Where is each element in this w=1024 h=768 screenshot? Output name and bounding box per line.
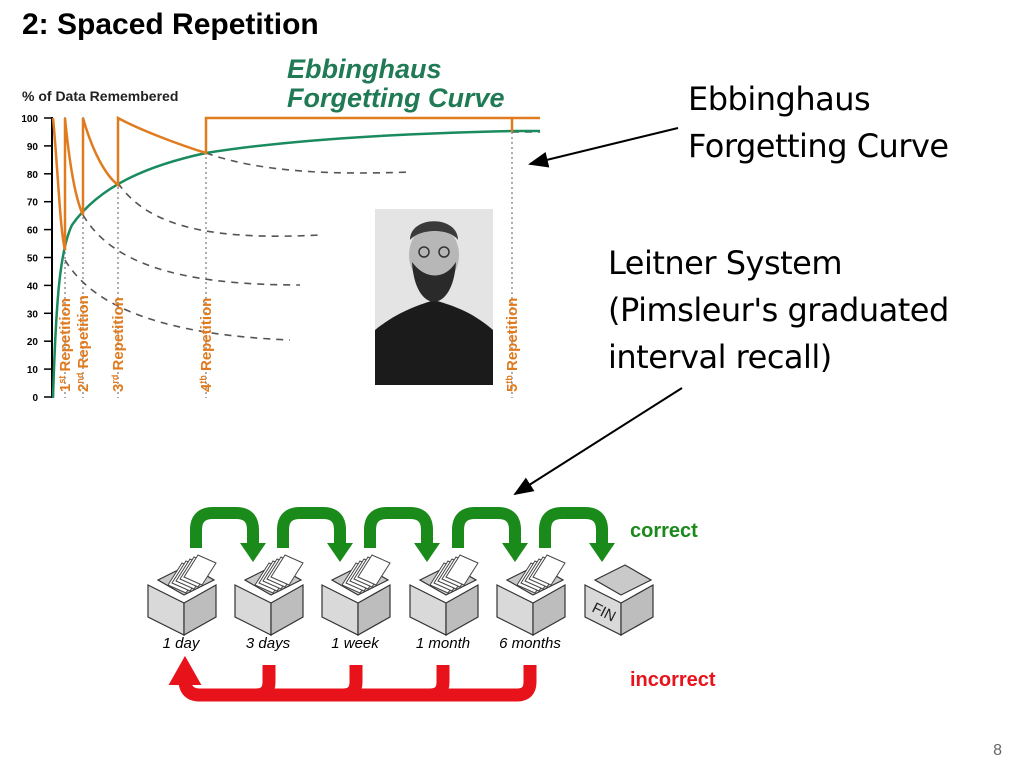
- figure-heading-line1: Ebbinghaus: [287, 54, 442, 84]
- correct-arrow: [364, 507, 440, 562]
- leitner-callout: Leitner System (Pimsleur's graduated int…: [608, 240, 949, 381]
- ebbinghaus-callout-arrow: [528, 127, 679, 168]
- leitner-box-label: 3 days: [246, 635, 291, 652]
- y-tick-label: 20: [27, 337, 39, 348]
- incorrect-arrows: [168, 655, 537, 702]
- ebbinghaus-callout: Ebbinghaus Forgetting Curve: [688, 76, 949, 170]
- leitner-box-label: 1 month: [416, 635, 470, 652]
- y-tick-label: 60: [27, 226, 39, 237]
- leitner-box-label: 6 months: [499, 635, 561, 652]
- callout-line: Forgetting Curve: [688, 127, 949, 165]
- y-tick-label: 50: [27, 254, 39, 265]
- correct-arrow: [277, 507, 353, 562]
- ebbinghaus-portrait: [375, 209, 493, 385]
- repetition-label: 2nd Repetition: [75, 295, 92, 392]
- retention-curve-green: [51, 129, 540, 399]
- leitner-box: [321, 554, 391, 637]
- y-tick-label: 30: [27, 309, 39, 320]
- callout-line: (Pimsleur's graduated: [608, 291, 949, 329]
- repetition-label: 3rd Repetition: [110, 297, 127, 392]
- callout-line: interval recall): [608, 338, 832, 376]
- repetition-label: 5th Repetition: [504, 298, 521, 392]
- y-axis-label: % of Data Remembered: [22, 88, 178, 104]
- correct-arrow: [539, 507, 615, 562]
- repetition-curve-orange: [51, 115, 540, 251]
- leitner-box: [234, 554, 304, 637]
- correct-arrow: [190, 507, 266, 562]
- leitner-box: [409, 554, 479, 637]
- leitner-box-final: FIN: [584, 564, 654, 637]
- y-tick-label: 90: [27, 142, 39, 153]
- correct-arrows: [190, 507, 615, 562]
- leitner-box: [147, 554, 217, 637]
- figure-heading-line2: Forgetting Curve: [287, 83, 505, 113]
- forgetting-curve-figure: Ebbinghaus Forgetting Curve % of Data Re…: [21, 54, 540, 404]
- callout-line: Ebbinghaus: [688, 80, 871, 118]
- leitner-box-label: 1 week: [331, 635, 380, 652]
- y-tick-label: 0: [32, 393, 38, 404]
- repetition-label: 4th Repetition: [198, 298, 215, 392]
- y-tick-label: 10: [27, 365, 39, 376]
- y-tick-label: 100: [21, 114, 38, 125]
- incorrect-label: incorrect: [630, 669, 716, 691]
- page-number: 8: [993, 742, 1002, 759]
- leitner-callout-arrow: [513, 387, 683, 496]
- callout-line: Leitner System: [608, 244, 843, 282]
- slide-title: 2: Spaced Repetition: [22, 8, 319, 41]
- leitner-box-label: 1 day: [163, 635, 201, 652]
- y-tick-label: 40: [27, 281, 39, 292]
- leitner-boxes: FIN 1 day 3 days 1 week 1 month 6 months: [147, 554, 654, 652]
- leitner-diagram: correct FIN 1 day 3 days 1 week 1 month 6 mon…: [147, 507, 716, 702]
- y-tick-label: 80: [27, 170, 39, 181]
- correct-label: correct: [630, 520, 698, 542]
- correct-arrow: [452, 507, 528, 562]
- leitner-box: [496, 554, 566, 637]
- y-tick-label: 70: [27, 198, 39, 209]
- y-axis-ticks: 0 10 20 30 40 50 60 70 80 90 100: [21, 114, 53, 404]
- repetition-label: 1st Repetition: [57, 298, 74, 392]
